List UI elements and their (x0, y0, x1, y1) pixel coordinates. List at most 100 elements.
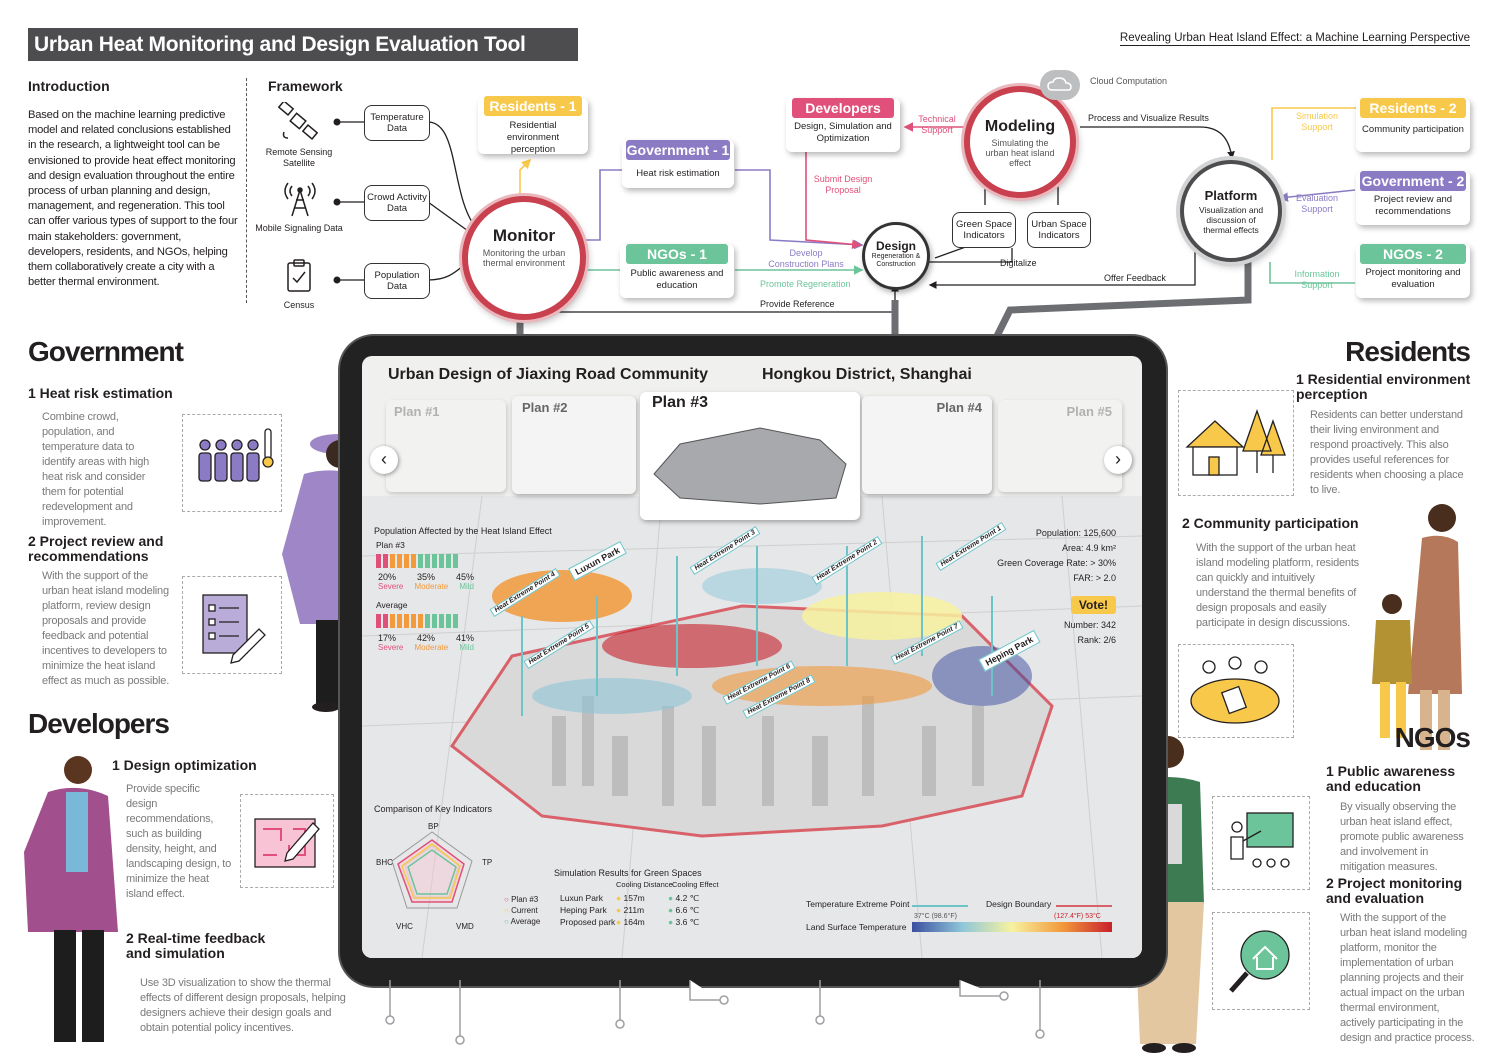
government-2-tag: Government - 2 (1360, 171, 1466, 191)
label-digitalize: Digitalize (1000, 258, 1037, 268)
legend-item: Average (510, 917, 541, 926)
level: Moderate (414, 643, 449, 652)
government-1-text: Heat risk estimation (636, 168, 720, 179)
label-process-visualize: Process and Visualize Results (1088, 113, 1209, 123)
platform-title: Platform (1204, 188, 1258, 203)
stat-far: FAR: > 2.0 (1073, 573, 1116, 583)
government-2-text: Project review and recommendations (1373, 194, 1453, 217)
lst-colorbar (912, 922, 1112, 932)
residents-item2-text: With the support of the urban heat islan… (1196, 542, 1359, 629)
label-simulation-support: Simulation Support (1295, 111, 1339, 132)
average-percentages: 17%42%41% (378, 633, 474, 643)
plan-card[interactable]: Plan #2 (512, 396, 636, 494)
temp-point-swatch (912, 905, 968, 907)
urban-space-box: Urban Space Indicators (1027, 212, 1091, 248)
level: Severe (378, 582, 404, 591)
green-space-box: Green Space Indicators (952, 212, 1016, 248)
population-icons (376, 612, 470, 630)
legend-boundary: Design Boundary (986, 899, 1052, 909)
radar-axis-bp: BP (428, 822, 439, 831)
sim-col-distance: Cooling Distance (616, 880, 673, 889)
next-plan-button[interactable]: › (1104, 446, 1132, 474)
modeling-title: Modeling (984, 118, 1056, 135)
residents-item2-title: 2 Community participation (1182, 515, 1359, 531)
sim-name: Proposed park (560, 917, 616, 927)
sim-eff: 6.6 ℃ (675, 905, 700, 915)
circuit-lines (385, 980, 1045, 1045)
stat-population: Population: 125,600 (1035, 528, 1116, 538)
developers-heading: Developers (28, 708, 170, 739)
plan-card[interactable]: Plan #1 (386, 400, 506, 492)
plan-card[interactable]: Plan #4 (862, 396, 992, 494)
plan-card-selected[interactable]: Plan #3 (640, 392, 860, 520)
plan-label: Plan #1 (394, 404, 440, 419)
modeling-desc: Simulating the urban heat island effect (985, 138, 1055, 168)
government-item2-title: 2 Project review and recommendations (28, 533, 164, 564)
monitor-node: Monitor Monitoring the urban thermal env… (462, 196, 586, 320)
radar-title: Comparison of Key Indicators (374, 804, 493, 814)
monitor-title: Monitor (492, 226, 556, 245)
page-subtitle: Revealing Urban Heat Island Effect: a Ma… (1119, 32, 1470, 46)
label-evaluation-support: Evaluation Support (1295, 193, 1339, 214)
pct: 42% (416, 633, 435, 643)
house-trees-icon (1178, 390, 1294, 496)
sim-eff: 3.6 ℃ (675, 917, 700, 927)
residents-2-text: Community participation (1362, 124, 1464, 135)
sim-rows: Luxun Park● 157m● 4.2 ℃ Heping Park● 211… (560, 893, 700, 927)
stat-green-coverage: Green Coverage Rate: > 30% (997, 558, 1116, 568)
lst-low: 37°C (98.6°F) (914, 913, 957, 920)
platform-node: Platform Visualization and discussion of… (1180, 160, 1282, 262)
residents-1-card: Residents - 1 Residential environment pe… (478, 96, 588, 155)
ngos-2-tag: NGOs - 2 (1360, 244, 1466, 264)
pct: 20% (378, 572, 397, 582)
plan-label: Plan #4 (936, 400, 982, 415)
sim-dist: 164m (623, 917, 645, 927)
sim-eff: 4.2 ℃ (675, 893, 700, 903)
design-node: Design Regeneration & Construction (862, 222, 930, 290)
developers-item2-title: 2 Real-time feedback and simulation (126, 930, 266, 961)
cloud-label: Cloud Computation (1090, 76, 1168, 86)
screen-title: Urban Design of Jiaxing Road Community (388, 366, 709, 383)
vote-stats: Number: 342 Rank: 2/6 (1064, 618, 1116, 648)
meeting-table-icon (1178, 644, 1294, 738)
ngos-1-tag: NGOs - 1 (626, 244, 728, 264)
ngos-item2-title: 2 Project monitoring and evaluation (1326, 875, 1463, 906)
signal-tower-icon (283, 180, 317, 218)
vote-button[interactable]: Vote! (1070, 596, 1116, 614)
plan3-label: Plan #3 (376, 540, 405, 550)
teacher-board-icon (1212, 796, 1310, 890)
sim-dist: 157m (623, 893, 645, 903)
plan-card[interactable]: Plan #5 (998, 400, 1122, 492)
radar-legend: ○ Plan #3 ○ Current ○ Average (504, 895, 541, 926)
vote-number: Number: 342 (1063, 620, 1116, 630)
developer-person-illustration (8, 752, 128, 1052)
people-thermometer-icon (182, 414, 282, 512)
ngos-2-card: NGOs - 2 Project monitoring and evaluati… (1356, 244, 1470, 298)
checklist-icon (182, 576, 282, 674)
ngos-1-text: Public awareness and education (630, 268, 724, 291)
label-provide-ref: Provide Reference (760, 299, 835, 309)
monitor-desc: Monitoring the urban thermal environment (482, 248, 566, 268)
plan-label: Plan #3 (652, 394, 709, 411)
population-icons (376, 552, 470, 570)
pct: 45% (455, 572, 474, 582)
blueprint-pencil-icon (240, 794, 334, 888)
government-1-tag: Government - 1 (626, 140, 730, 160)
prev-plan-button[interactable]: ‹ (370, 446, 398, 474)
source-label: Census (283, 300, 315, 310)
legend-item: Plan #3 (511, 895, 539, 904)
level: Mild (459, 582, 474, 591)
lst-high: (127.4°F) 53°C (1054, 913, 1101, 920)
sim-col-effect: Cooling Effect (672, 880, 719, 889)
divider (246, 78, 247, 303)
developers-text: Design, Simulation and Optimization (794, 121, 892, 144)
ngos-item2-text: With the support of the urban heat islan… (1340, 912, 1475, 1044)
developers-tag: Developers (792, 98, 894, 118)
source-label: Remote Sensing Satellite (265, 147, 333, 168)
ngos-1-card: NGOs - 1 Public awareness and education (620, 244, 734, 298)
level: Severe (378, 643, 404, 652)
ngos-item1-title: 1 Public awareness and education (1326, 763, 1456, 794)
plan3-percentages: 20%35%45% (378, 572, 474, 582)
ngos-item1-text: By visually observing the urban heat isl… (1340, 801, 1464, 873)
